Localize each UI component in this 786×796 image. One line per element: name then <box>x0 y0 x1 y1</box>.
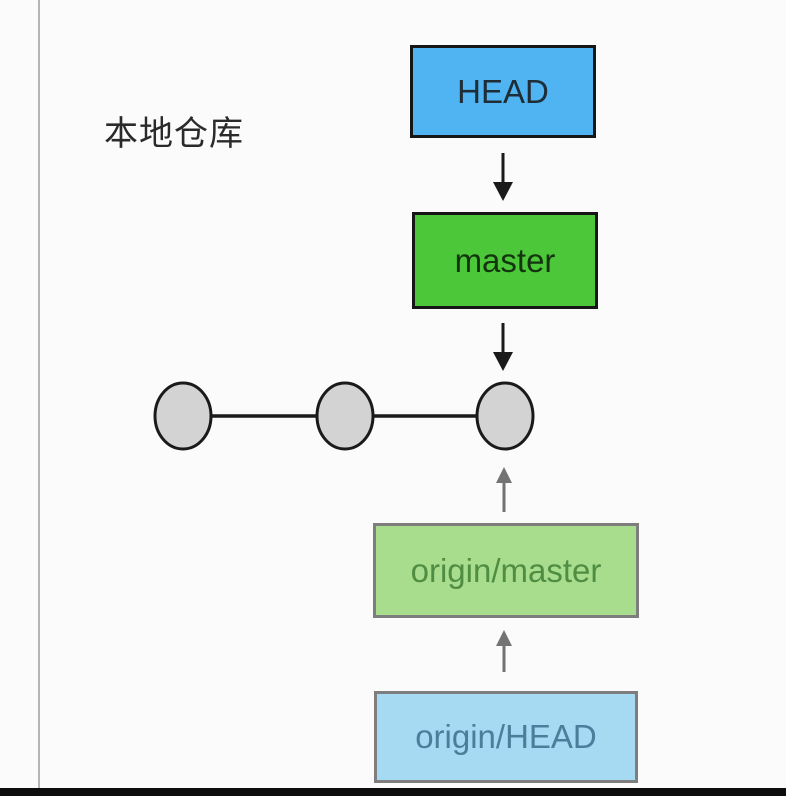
head-node-label: HEAD <box>457 72 549 110</box>
master-node: master <box>412 212 598 309</box>
origin-head-node-label: origin/HEAD <box>415 718 597 755</box>
commit-node <box>153 381 213 451</box>
arrow-master-to-commit-icon <box>493 323 513 371</box>
arrow-head <box>496 630 512 646</box>
arrow-head-to-master-icon <box>493 153 513 201</box>
head-node: HEAD <box>410 45 596 138</box>
origin-master-node-label: origin/master <box>410 551 602 589</box>
origin-head-node: origin/HEAD <box>374 691 638 783</box>
arrow-head <box>493 352 513 371</box>
arrow-head <box>496 467 512 483</box>
left-divider-line <box>38 0 40 788</box>
commit-node <box>315 381 375 451</box>
master-node-label: master <box>454 241 556 279</box>
bottom-bar <box>0 788 786 796</box>
arrow-origin-head-to-origin-master-icon <box>496 630 512 672</box>
origin-master-node: origin/master <box>373 523 639 618</box>
commit-node <box>475 381 535 451</box>
arrow-head <box>493 182 513 201</box>
diagram-title: 本地仓库 <box>104 115 244 153</box>
arrow-origin-master-to-commit-icon <box>496 467 512 512</box>
